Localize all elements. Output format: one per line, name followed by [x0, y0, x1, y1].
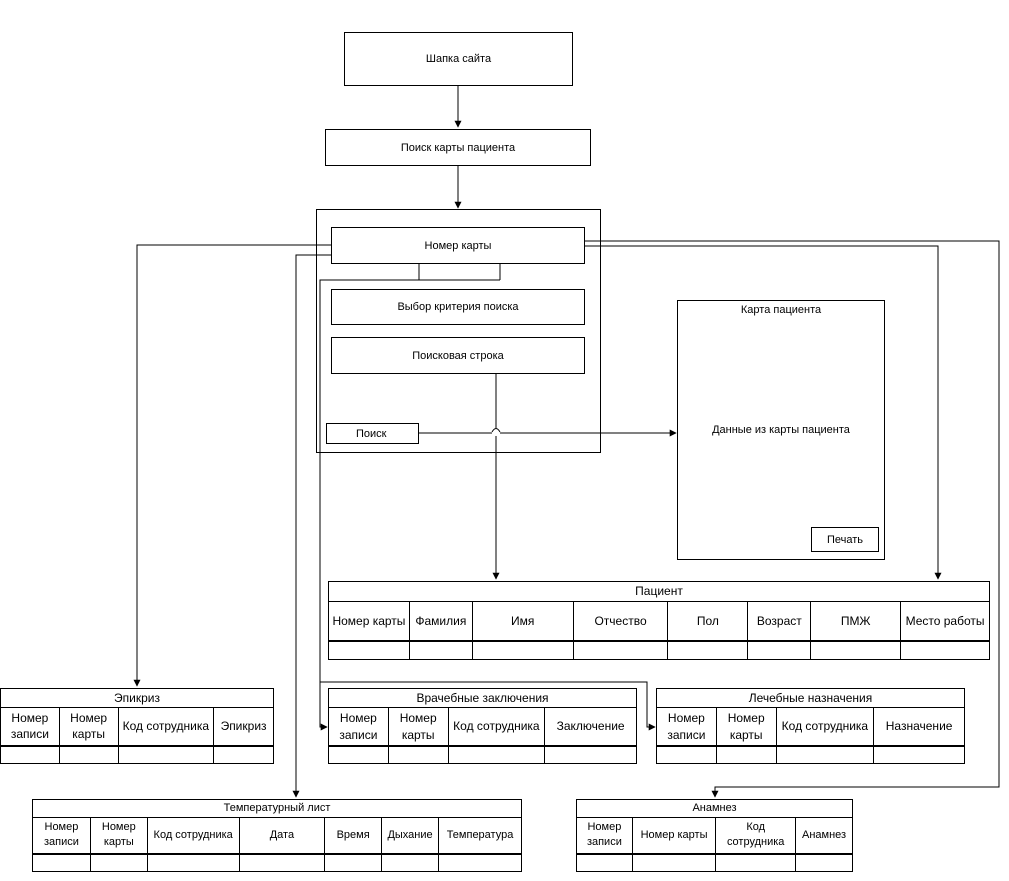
- orders-col-order: Назначение: [873, 707, 965, 747]
- temperature-sheet-table-title: Температурный лист: [32, 799, 522, 818]
- site-header-block: Шапка сайта: [344, 32, 573, 86]
- search-line-label: Поисковая строка: [412, 349, 504, 362]
- patient-col-workplace: Место работы: [900, 600, 990, 643]
- card-number-block: Номер карты: [331, 227, 585, 264]
- anamnesis-col-employee-code: Код сотрудника: [715, 817, 797, 855]
- patient-card-content: Данные из карты пациента: [712, 424, 850, 436]
- doctor-conclusions-table-title: Врачебные заключения: [328, 687, 637, 709]
- patient-card-title: Карта пациента: [740, 304, 822, 316]
- search-button-label: Поиск: [356, 427, 387, 440]
- conclusions-col-record-number: Номер записи: [328, 707, 389, 747]
- table-row: [32, 853, 522, 872]
- temp-col-employee-code: Код сотрудника: [146, 817, 240, 855]
- arrow-to-epicrisis: [133, 244, 331, 687]
- patient-col-residence: ПМЖ: [810, 600, 902, 643]
- patient-col-surname: Фамилия: [408, 600, 473, 643]
- temp-col-record-number: Номер записи: [32, 817, 91, 855]
- patient-col-card-number: Номер карты: [328, 600, 410, 643]
- search-criteria-select[interactable]: Выбор критерия поиска: [331, 289, 585, 325]
- epicrisis-col-card-number: Номер карты: [58, 707, 119, 747]
- treatment-orders-table-title: Лечебные назначения: [656, 687, 965, 709]
- epicrisis-table-title: Эпикриз: [0, 688, 274, 708]
- epicrisis-table: Эпикриз Номер записи Номер карты Код сот…: [0, 688, 274, 764]
- anamnesis-col-anamnesis: Анамнез: [795, 817, 853, 855]
- epicrisis-col-record-number: Номер записи: [0, 707, 60, 747]
- orders-col-record-number: Номер записи: [656, 707, 717, 747]
- temperature-sheet-table: Температурный лист Номер записи Номер ка…: [32, 799, 522, 872]
- search-panel-frame: [316, 209, 601, 453]
- table-row: [328, 745, 637, 764]
- conclusions-col-card-number: Номер карты: [387, 707, 449, 747]
- orders-col-card-number: Номер карты: [715, 707, 777, 747]
- anamnesis-table: Анамнез Номер записи Номер карты Код сот…: [576, 799, 853, 872]
- epicrisis-col-epicrisis: Эпикриз: [213, 707, 274, 747]
- temp-col-time: Время: [324, 817, 383, 855]
- patient-col-patronymic: Отчество: [572, 600, 669, 643]
- temp-col-temperature: Температура: [438, 817, 522, 855]
- epicrisis-col-employee-code: Код сотрудника: [117, 707, 215, 747]
- print-button[interactable]: Печать: [811, 527, 879, 552]
- table-row: [656, 745, 965, 764]
- orders-col-employee-code: Код сотрудника: [775, 707, 875, 747]
- search-line-input[interactable]: Поисковая строка: [331, 337, 585, 374]
- search-patient-card-label: Поиск карты пациента: [400, 141, 516, 154]
- patient-col-name: Имя: [471, 600, 574, 643]
- temp-col-card-number: Номер карты: [89, 817, 148, 855]
- patient-col-age: Возраст: [747, 600, 812, 643]
- card-number-label: Номер карты: [424, 239, 492, 252]
- patient-table: Пациент Номер карты Фамилия Имя Отчество…: [328, 581, 990, 661]
- treatment-orders-table: Лечебные назначения Номер записи Номер к…: [656, 687, 965, 764]
- anamnesis-col-card-number: Номер карты: [631, 817, 717, 855]
- print-button-label: Печать: [826, 533, 864, 546]
- anamnesis-table-title: Анамнез: [576, 799, 853, 818]
- site-header-label: Шапка сайта: [425, 53, 492, 65]
- table-row: [328, 640, 990, 661]
- temp-col-breathing: Дыхание: [381, 817, 440, 855]
- patient-table-title: Пациент: [328, 581, 990, 602]
- patient-card-frame: [677, 300, 885, 560]
- temp-col-date: Дата: [238, 817, 326, 855]
- search-button[interactable]: Поиск: [326, 423, 419, 444]
- conclusions-col-employee-code: Код сотрудника: [447, 707, 546, 747]
- anamnesis-col-record-number: Номер записи: [576, 817, 633, 855]
- search-criteria-label: Выбор критерия поиска: [397, 301, 519, 313]
- table-row: [576, 853, 853, 872]
- conclusions-col-conclusion: Заключение: [544, 707, 637, 747]
- search-patient-card-block: Поиск карты пациента: [325, 129, 591, 166]
- doctor-conclusions-table: Врачебные заключения Номер записи Номер …: [328, 687, 637, 764]
- patient-col-sex: Пол: [667, 600, 749, 643]
- table-row: [0, 745, 274, 764]
